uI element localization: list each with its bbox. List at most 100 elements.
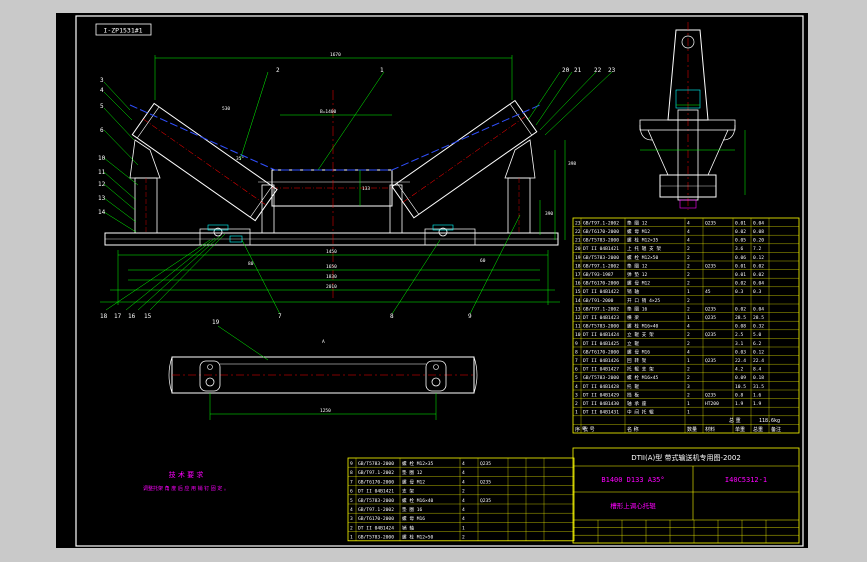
bom-lower-cell: 1 bbox=[350, 535, 353, 541]
bom-right-cell: DT II 04B1424 bbox=[583, 332, 619, 338]
dim-base-4: 2010 bbox=[326, 284, 337, 290]
bom-right-cell: 2 bbox=[687, 375, 690, 381]
dim-roll-dia: 133 bbox=[362, 186, 370, 192]
bom-right-cell: 15 bbox=[575, 289, 581, 295]
bom-right-cell: 1 bbox=[687, 410, 690, 416]
bom-right-cell: 8.4 bbox=[753, 367, 762, 373]
bom-right-cell: GB/T97.1-2002 bbox=[583, 306, 619, 312]
label-9: 9 bbox=[468, 313, 472, 320]
bom-right-cell: 0.3 bbox=[735, 289, 744, 295]
bom-right-cell: 0.02 bbox=[735, 306, 746, 312]
bom-right-cell: Q235 bbox=[705, 392, 716, 398]
bom-lower-cell: DT II 04B1421 bbox=[358, 489, 394, 495]
bom-right-cell: 3 bbox=[687, 384, 690, 390]
label-19: 19 bbox=[212, 319, 220, 326]
label-17: 17 bbox=[114, 313, 122, 320]
label-1: 1 bbox=[380, 67, 384, 74]
bom-right-cell: 4 bbox=[687, 324, 690, 330]
bom-right-cell: 2 bbox=[687, 367, 690, 373]
bom-right-cell: 0.02 bbox=[753, 263, 764, 269]
bom-right-cell: 1 bbox=[687, 358, 690, 364]
dim-plan-span: 1250 bbox=[320, 408, 331, 414]
bom-right-cell: 0.04 bbox=[753, 281, 764, 287]
bom-right-cell: 17 bbox=[575, 272, 581, 278]
bom-lower-cell: GB/T6170-2000 bbox=[358, 479, 394, 485]
bom-lower-cell: DT II 04B1424 bbox=[358, 525, 394, 531]
drawing-frame bbox=[75, 15, 804, 547]
bom-right-cell: 16 bbox=[575, 281, 581, 287]
bom-right-cell: Q235 bbox=[705, 358, 716, 364]
label-22: 22 bbox=[594, 67, 602, 74]
bom-lower-cell: 螺 母 M16 bbox=[402, 515, 425, 522]
bom-right-cell: DT II 04B1428 bbox=[583, 384, 619, 390]
bom-lower-cell: 4 bbox=[462, 498, 465, 504]
bom-right-cell: 45 bbox=[705, 289, 711, 295]
plan-view: 1250 19 bbox=[168, 319, 478, 420]
bom-lower-cell: 1 bbox=[462, 525, 465, 531]
technical-requirements: 技 术 要 求 调整托架 角 度 后 应 用 销 钉 固 定 。 bbox=[143, 470, 229, 492]
code-box: I-ZP1531#1 bbox=[95, 23, 152, 36]
bom-right-cell: 螺 栓 M16×40 bbox=[627, 323, 659, 330]
bom-lower-cell: Q235 bbox=[480, 461, 491, 467]
part-name: 槽形上调心托辊 bbox=[610, 501, 656, 510]
label-5: 5 bbox=[100, 103, 104, 110]
bom-right-cell: 2 bbox=[575, 401, 578, 407]
bom-right-cell: 立 辊 bbox=[627, 340, 639, 347]
bom-right-cell: 托 辊 bbox=[627, 383, 639, 390]
dim-side-h2: 390 bbox=[545, 211, 553, 217]
bom-right-cell: 0.02 bbox=[735, 281, 746, 287]
bom-right-cell: 4 bbox=[687, 220, 690, 226]
bom-header-cell: 备注 bbox=[771, 426, 781, 433]
bom-right-cell: GB/T97.1-2002 bbox=[583, 263, 619, 269]
bom-right-cell: 5.0 bbox=[753, 332, 762, 338]
bom-lower-cell: 4 bbox=[462, 461, 465, 467]
bom-lower-cell: GB/T6170-2000 bbox=[358, 516, 394, 522]
dim-angle: 35° bbox=[236, 156, 244, 162]
bom-right-cell: 2 bbox=[687, 281, 690, 287]
label-15: 15 bbox=[144, 313, 152, 320]
bom-header-cell: 序 号 bbox=[575, 426, 587, 433]
bom-lower-cell: 支 架 bbox=[402, 488, 414, 495]
dim-scale-b: 60 bbox=[480, 258, 486, 264]
bom-header-cell: 数量 bbox=[687, 426, 697, 433]
bom-right-cell: 12 bbox=[575, 315, 581, 321]
dim-inner-span: B=1400 bbox=[320, 109, 337, 115]
bom-right-cell: 0.04 bbox=[753, 220, 764, 226]
bom-right-cell: 螺 母 M12 bbox=[627, 280, 650, 287]
bom-lower-cell: GB/T5783-2000 bbox=[358, 461, 394, 467]
bom-right-cell: 28.5 bbox=[735, 315, 746, 321]
label-14: 14 bbox=[98, 209, 106, 216]
bom-right-cell: 18 bbox=[575, 263, 581, 269]
bom-right-cell: Q235 bbox=[705, 315, 716, 321]
bom-right-cell: 5 bbox=[575, 375, 578, 381]
bom-right-cell: DT II 04B1426 bbox=[583, 358, 619, 364]
code-box-text: I-ZP1531#1 bbox=[103, 27, 142, 35]
bom-right-cell: 0.08 bbox=[753, 229, 764, 235]
dimension-texts: 1670 B=1400 1450 1650 1830 2010 398 390 … bbox=[222, 52, 576, 345]
bom-right-cell: 10.5 bbox=[735, 384, 746, 390]
title-line: DTII(A)型 带式输送机专用图-2002 bbox=[631, 453, 741, 462]
bom-right-cell: 垫 圈 12 bbox=[627, 262, 647, 269]
bom-header-cell: 名 称 bbox=[627, 426, 639, 433]
bom-right-cell: 1 bbox=[687, 401, 690, 407]
bom-lower-cell: 螺 栓 M16×40 bbox=[402, 497, 434, 504]
total-weight: 118.6kg bbox=[759, 418, 780, 424]
title-block: DTII(A)型 带式输送机专用图-2002 B1400 D133 A35° I… bbox=[572, 447, 800, 544]
bom-right-cell: 1 bbox=[575, 410, 578, 416]
bom-lower-cell: 4 bbox=[462, 507, 465, 513]
bom-right-cell: GB/T91-2000 bbox=[583, 298, 614, 304]
view-label: A bbox=[322, 339, 325, 345]
bom-right-cell: DT II 04B1421 bbox=[583, 246, 619, 252]
bom-right-cell: 螺 栓 M16×45 bbox=[627, 374, 659, 381]
bom-right-cell: DT II 04B1427 bbox=[583, 367, 619, 373]
bom-right-cell: HT200 bbox=[705, 401, 719, 407]
bom-right-cell: 2 bbox=[687, 255, 690, 261]
bom-right-cell: 0.01 bbox=[735, 272, 746, 278]
bom-right-cell: 4 bbox=[687, 238, 690, 244]
bom-right-cell: 2 bbox=[687, 332, 690, 338]
bom-right-cell: 14 bbox=[575, 298, 581, 304]
bom-right-cell: 0.32 bbox=[753, 324, 764, 330]
bom-right-cell: 0.12 bbox=[753, 349, 764, 355]
bom-lower-cell: Q235 bbox=[480, 498, 491, 504]
